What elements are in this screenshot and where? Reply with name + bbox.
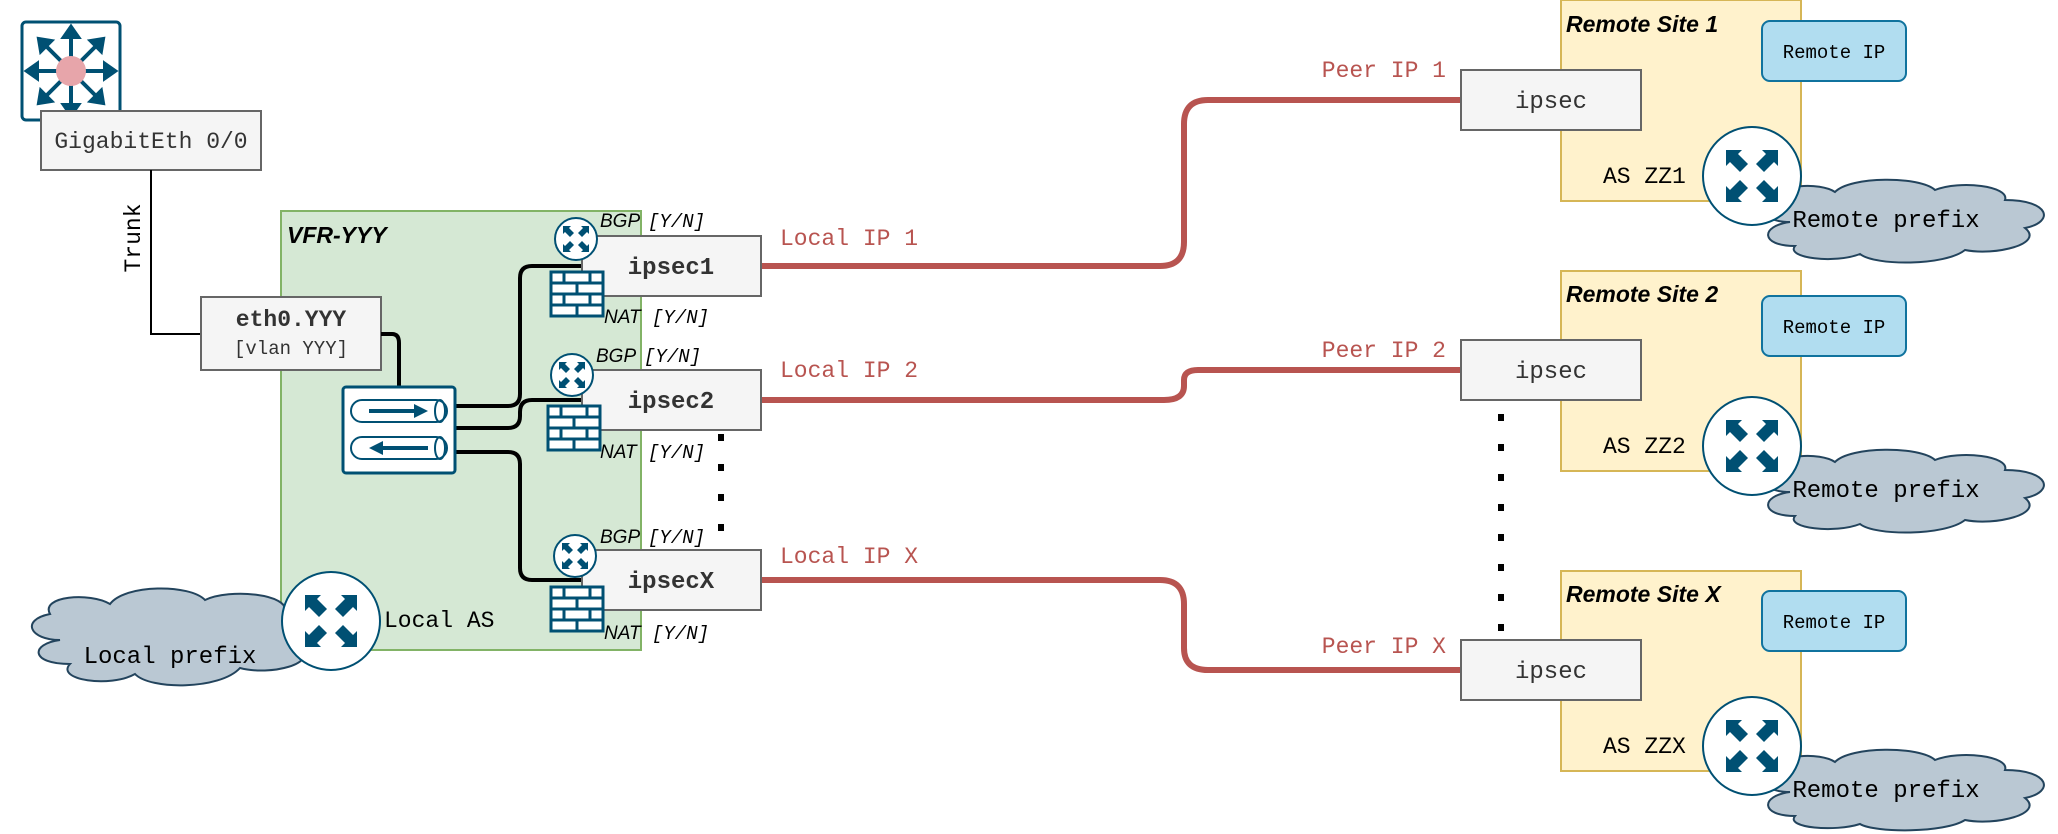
tunnel-link-1 [761, 97, 1461, 269]
ipsecx-label: ipsecX [628, 569, 715, 596]
remote-ip-label: Remote IP [1783, 612, 1886, 634]
site-router[interactable] [1702, 126, 1802, 226]
local-prefix-label: Local prefix [84, 644, 257, 671]
firewall-icon [546, 404, 602, 452]
site-title: Remote Site 2 [1566, 281, 1718, 307]
local-as-label: Local AS [384, 608, 494, 634]
site-as-label: AS ZZ1 [1603, 164, 1686, 190]
firewall-icon [549, 270, 605, 318]
gigabit-interface-label: GigabitEth 0/0 [54, 129, 247, 155]
ipsec2-box[interactable] [581, 369, 762, 431]
site-ipsec-box[interactable] [1460, 339, 1642, 401]
eth-interface-vlan: [vlan YYY] [234, 338, 348, 360]
remote-ip-box[interactable] [1761, 295, 1907, 357]
site-title: Remote Site X [1566, 581, 1722, 607]
nat-label: NAT [604, 307, 642, 328]
site-ellipsis [1498, 414, 1504, 631]
local-ip-label: Local IP 2 [780, 358, 918, 384]
tunnel-ellipsis [718, 434, 724, 531]
nat-flag: [Y/N] [648, 442, 705, 464]
local-as-router[interactable] [281, 571, 381, 671]
trunk-label: Trunk [121, 203, 147, 272]
remote-ip-box[interactable] [1761, 20, 1907, 82]
tunnel-ipsec2: ipsec2 BGP [Y/N] NAT [Y/N] Local IP 2 Pe… [546, 338, 1461, 464]
firewall-icon [549, 585, 605, 633]
site-ipsec-label: ipsec [1515, 659, 1587, 686]
remote-ip-box[interactable] [1761, 590, 1907, 652]
site-ipsec-box[interactable] [1460, 639, 1642, 701]
tunnel-link-x [761, 577, 1461, 673]
vfr-routing-icon [341, 385, 457, 475]
site-router[interactable] [1702, 396, 1802, 496]
remote-prefix-cloud [1763, 448, 2045, 534]
vfr-internal-links [381, 264, 582, 582]
remote-prefix-label: Remote prefix [1792, 478, 1979, 505]
site-ipsec-box[interactable] [1460, 69, 1642, 131]
site-as-label: AS ZZX [1603, 734, 1686, 760]
nat-label: NAT [600, 442, 638, 463]
remote-prefix-label: Remote prefix [1792, 778, 1979, 805]
remote-ip-label: Remote IP [1783, 42, 1886, 64]
local-ip-label: Local IP 1 [780, 226, 918, 252]
bgp-router-icon [553, 534, 597, 578]
remote-prefix-cloud [1763, 748, 2045, 832]
peer-ip-label: Peer IP 1 [1322, 58, 1446, 84]
bgp-label: BGP [600, 527, 640, 548]
remote-ip-label: Remote IP [1783, 317, 1886, 339]
peer-ip-label: Peer IP 2 [1322, 338, 1446, 364]
remote-site-1: Remote Site 1 ipsec Remote IP AS ZZ1 Rem… [1460, 0, 2045, 264]
local-ip-label: Local IP X [780, 544, 918, 570]
vfr-title: VFR-YYY [287, 222, 389, 248]
bgp-flag: [Y/N] [648, 527, 705, 549]
bgp-flag: [Y/N] [648, 211, 705, 233]
site-ipsec-label: ipsec [1515, 89, 1587, 116]
ipsecx-box[interactable] [581, 549, 762, 611]
peer-ip-label: Peer IP X [1322, 634, 1446, 660]
ipsec1-label: ipsec1 [628, 255, 714, 282]
remote-prefix-label: Remote prefix [1792, 208, 1979, 235]
site-router[interactable] [1702, 696, 1802, 796]
site-title: Remote Site 1 [1566, 11, 1718, 37]
ipsec2-label: ipsec2 [628, 389, 714, 416]
tunnel-ipsec1: ipsec1 BGP [Y/N] NAT [Y/N] Local IP 1 Pe… [549, 58, 1461, 329]
nat-flag: [Y/N] [652, 623, 709, 645]
tunnel-ipsecx: ipsecX BGP [Y/N] NAT [Y/N] Local IP X Pe… [549, 527, 1461, 673]
layer3-switch[interactable] [20, 20, 122, 122]
remote-site-2: Remote Site 2 ipsec Remote IP AS ZZ2 Rem… [1460, 270, 2045, 534]
switch-arrows-icon [23, 23, 119, 119]
remote-prefix-cloud [1763, 178, 2045, 264]
site-ipsec-label: ipsec [1515, 359, 1587, 386]
gigabit-interface-box[interactable] [40, 110, 262, 171]
nat-label: NAT [604, 623, 642, 644]
bgp-label: BGP [600, 211, 640, 232]
bgp-flag: [Y/N] [644, 346, 701, 368]
bgp-label: BGP [596, 346, 636, 367]
ipsec1-box[interactable] [581, 235, 762, 297]
remote-site-x: Remote Site X ipsec Remote IP AS ZZX Rem… [1460, 570, 2045, 832]
bgp-router-icon [550, 353, 594, 397]
nat-flag: [Y/N] [652, 307, 709, 329]
trunk-link [150, 170, 201, 335]
eth-interface-title: eth0.YYY [236, 307, 347, 333]
site-as-label: AS ZZ2 [1603, 434, 1686, 460]
bgp-router-icon [554, 217, 598, 261]
tunnel-link-2 [761, 367, 1461, 403]
